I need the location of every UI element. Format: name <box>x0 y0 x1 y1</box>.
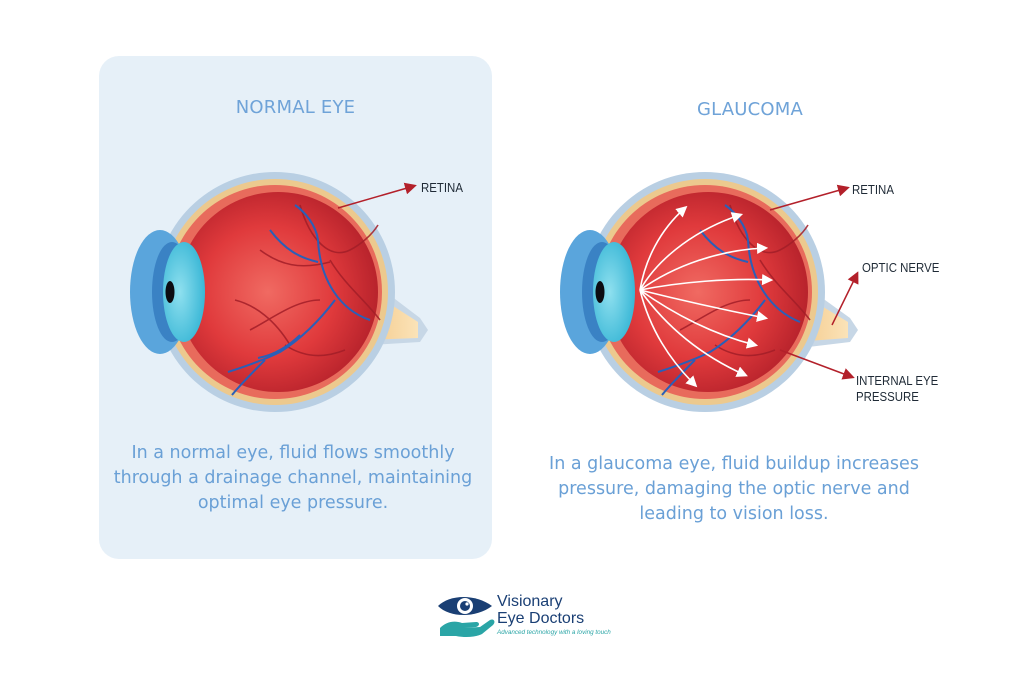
brand-tagline: Advanced technology with a loving touch <box>497 629 611 636</box>
eye-hand-logo-icon <box>438 597 495 638</box>
pressure-arrows <box>639 205 774 388</box>
brand-name-line2: Eye Doctors <box>497 610 585 627</box>
normal-eye-illustration <box>130 172 428 412</box>
glaucoma-eye-illustration <box>560 172 859 412</box>
glaucoma-title: GLAUCOMA <box>696 99 804 120</box>
optic-nerve-label: OPTIC NERVE <box>862 260 940 275</box>
glaucoma-retina-label: RETINA <box>852 182 894 197</box>
brand-name-line1: Visionary <box>497 593 563 610</box>
glaucoma-description: In a glaucoma eye, fluid buildup increas… <box>549 454 919 524</box>
internal-eye-pressure-label: INTERNAL EYE PRESSURE <box>856 373 939 404</box>
normal-retina-label: RETINA <box>421 180 463 195</box>
normal-eye-title: NORMAL EYE <box>235 97 356 118</box>
normal-eye-description: In a normal eye, fluid flows smoothly th… <box>113 443 473 513</box>
